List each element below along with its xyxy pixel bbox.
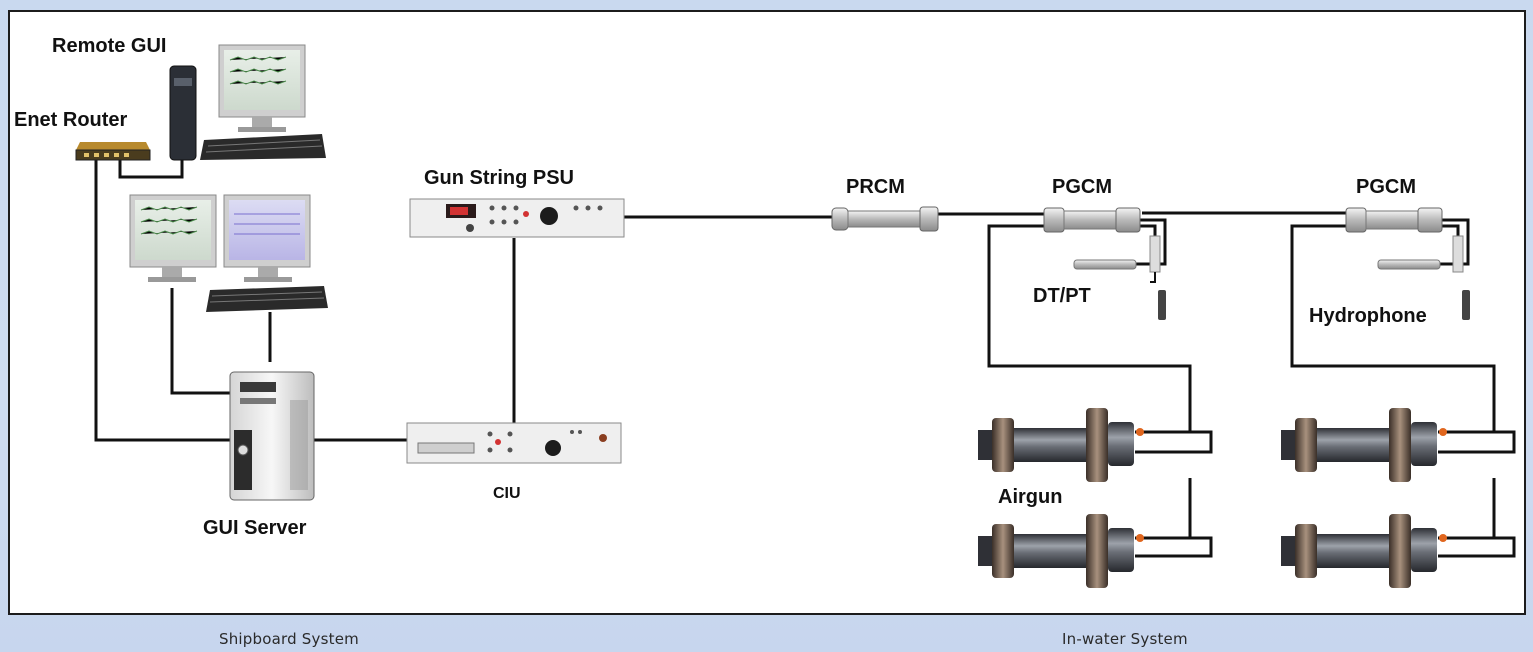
dt-pt-sensor-2 <box>1377 259 1441 270</box>
dt-pt-sensor-1 <box>1073 259 1137 270</box>
cable-pgcm2-airguns <box>1290 224 1496 432</box>
label-pgcm-2: PGCM <box>1356 176 1416 198</box>
airgun-1 <box>978 408 1144 482</box>
hydrophone-1 <box>1149 235 1166 320</box>
cable-airgun4-loop <box>1438 536 1516 558</box>
label-airgun: Airgun <box>998 486 1062 508</box>
remote-tower <box>169 65 197 161</box>
server-power-icon <box>237 444 249 456</box>
airgun-2 <box>978 514 1144 588</box>
ciu <box>406 422 622 464</box>
psu-main-knob <box>540 207 558 225</box>
cable-airgun2-loop <box>1135 536 1213 558</box>
router-top <box>76 142 150 150</box>
server-front-panel <box>234 430 252 490</box>
local-monitor-right-screen <box>229 200 305 260</box>
ciu-slot <box>417 442 475 454</box>
footer-shipboard-system: Shipboard System <box>219 630 359 648</box>
ciu-knob <box>545 440 561 456</box>
remote-tower-slot <box>174 78 192 86</box>
cable-pgcm1-airguns <box>987 224 1192 432</box>
cable-airgun3-loop <box>1438 430 1516 454</box>
label-prcm: PRCM <box>846 176 905 198</box>
gun-string-psu <box>409 198 625 238</box>
gui-server <box>229 371 315 501</box>
label-gun-string-psu: Gun String PSU <box>424 167 574 189</box>
cable-airgun1-loop <box>1135 430 1213 454</box>
cable-router-remote <box>118 160 184 179</box>
pgcm-module-1 <box>1043 207 1141 233</box>
footer-in-water-system: In-water System <box>1062 630 1188 648</box>
server-drive-bay <box>240 382 276 392</box>
pgcm-module-2 <box>1345 207 1443 233</box>
remote-gui <box>169 44 326 161</box>
label-ciu: CIU <box>493 485 521 502</box>
airgun-3 <box>1281 408 1447 482</box>
local-workstation <box>129 194 328 312</box>
label-pgcm-1: PGCM <box>1052 176 1112 198</box>
hydrophone-2 <box>1452 235 1470 320</box>
remote-keyboard <box>200 134 326 160</box>
prcm-module <box>831 206 939 232</box>
label-enet-router: Enet Router <box>14 109 128 131</box>
label-hydrophone: Hydrophone <box>1309 305 1427 327</box>
psu-rack <box>409 198 625 238</box>
label-gui-server: GUI Server <box>203 517 307 539</box>
enet-router <box>75 142 151 161</box>
router-body <box>75 149 151 161</box>
label-dt-pt: DT/PT <box>1033 285 1091 307</box>
cables <box>94 160 1516 558</box>
cable-pgcm2-hydro1 <box>1442 224 1460 236</box>
cable-router-server <box>94 160 232 442</box>
remote-monitor-base <box>238 127 286 132</box>
cable-pgcm1-hydro1 <box>1140 224 1157 236</box>
airgun-4 <box>1281 514 1447 588</box>
cable-monitor-server <box>170 288 232 395</box>
remote-monitor-stand <box>252 117 272 127</box>
label-remote-gui: Remote GUI <box>52 35 166 57</box>
